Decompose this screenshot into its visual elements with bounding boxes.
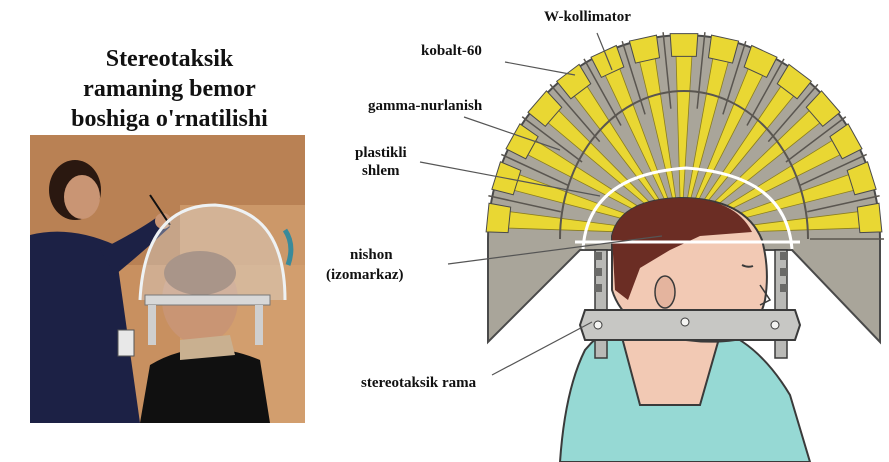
cobalt-source-block	[708, 35, 738, 63]
label-frame: stereotaksik rama	[361, 374, 476, 392]
cobalt-source-block	[857, 203, 882, 232]
label-cobalt: kobalt-60	[421, 42, 482, 60]
label-helmet-line2: shlem	[362, 162, 400, 180]
label-collimator: W-kollimator	[544, 8, 631, 26]
label-helmet-line1: plastikli	[355, 144, 407, 162]
label-gamma: gamma-nurlanish	[368, 97, 482, 115]
cobalt-source-block	[629, 35, 659, 63]
patient-ear	[655, 276, 675, 308]
label-target-line2: (izomarkaz)	[326, 266, 403, 284]
label-target-line1: nishon	[350, 246, 393, 264]
cobalt-source-block	[670, 34, 698, 57]
cobalt-source-block	[486, 203, 511, 232]
